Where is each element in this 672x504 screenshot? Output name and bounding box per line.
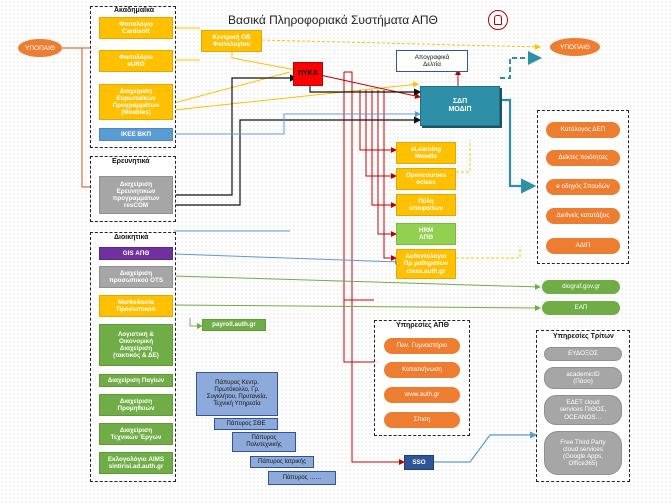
- service-gym: Παν. Γυμναστήριο: [384, 338, 460, 354]
- third-party-edet-cloud: ΕΔΕΤ cloud services ΠΙΘΟΣ, OCEANOS…: [544, 395, 622, 425]
- academic-item-moebies: Διαχείριση Ευρωπαϊκών Προγραμμάτων (Moeb…: [99, 84, 173, 120]
- service-camp: Κατασκήνωση: [384, 362, 460, 378]
- academic-item-euro: Φοιτολόγιο eURO: [99, 50, 173, 72]
- ypopaith-right: ΥΠΟΠΑΙΘ: [550, 38, 600, 56]
- central-ob-box: Κεντρική ΟΒ Φοιτολογίου: [201, 30, 262, 52]
- sso-box: SSO: [404, 455, 434, 470]
- papyros-sthe: Πάπυρος ΣΘΕ: [214, 418, 278, 430]
- admin-item-accounting: Λογιστική & Οικονομική Διαχείριση (τακτι…: [99, 324, 173, 366]
- center-item-moodle: eLearning Moodle: [396, 142, 456, 164]
- sdp-modip-box: ΣΔΠ ΜΟΔΙΠ: [420, 86, 500, 126]
- admin-item-payroll: Μισθοδοσία Προσωπικού: [99, 295, 173, 317]
- service-dining: Σίτιση: [384, 412, 460, 428]
- academic-item-ikee: ΙΚΕΕ ΒΚΠ: [99, 128, 173, 141]
- research-title: Ερευνητικά: [112, 158, 150, 165]
- third-party-eudoxos: ΕΥΔΟΞΟΣ: [544, 347, 622, 361]
- admin-item-assets: Διαχείριση Παγίων: [99, 374, 173, 387]
- admin-item-ots: Διαχείριση προσωπικού OTS: [99, 266, 173, 288]
- center-item-opencourses: Opencourses eclass: [396, 168, 456, 190]
- papyros-polytechnic: Πάπυρος Πολυτεχνικής: [232, 432, 296, 452]
- green-pill-eap: ΕΑΠ: [542, 301, 620, 315]
- ypopaith-left: ΥΠΟΠΑΙΘ: [18, 39, 62, 57]
- green-pill-diograf: diograf.gov.gr: [542, 280, 620, 294]
- admin-item-procurement: Διαχείριση Προμηθειών: [99, 394, 173, 416]
- university-seal: [488, 10, 508, 30]
- admin-item-gis: GIS ΑΠΘ: [99, 247, 173, 260]
- right-item-quality-indicators: Δείκτες ποιότητας: [546, 150, 620, 166]
- papyros-central: Πάπυρος Κεντρ. Πρωτόκολλο, Γρ. Συγκλήτου…: [196, 372, 278, 416]
- academic-item-cardisoft: Φοιτολόγιο Cardisoft: [99, 17, 173, 39]
- right-item-adip: ΑΔΙΠ: [546, 238, 620, 254]
- payroll-auth-box: payroll.auth.gr: [202, 319, 266, 331]
- center-item-alumni-portal: Πύλη αποφοίτων: [396, 194, 456, 216]
- apografika-box: Απογραφικά Δελτία: [396, 50, 468, 72]
- center-item-class-auth: Αυθεντολόγιο Πρ μαθημάτων class.auth.gr: [396, 249, 456, 279]
- academic-title: Ακαδημαϊκά: [114, 7, 155, 14]
- right-item-international-rankings: Διεθνείς κατατάξεις: [546, 208, 620, 224]
- services-apth-title: Υπηρεσίες ΑΠΘ: [396, 322, 449, 329]
- papyros-more: Πάπυρος ……: [268, 471, 336, 485]
- admin-item-technical-works: Διαχείριση Τεχνικών Έργων: [99, 423, 173, 445]
- right-item-study-guide: e οδηγός Σπουδών: [546, 179, 620, 195]
- third-party-title: Υπηρεσίες Τρίτων: [553, 333, 614, 340]
- service-website: www.auth.gr: [384, 387, 460, 403]
- papyros-medical: Πάπυρος Ιατρικής: [250, 456, 314, 468]
- third-party-academic-id: academicID (Πάσο): [544, 367, 622, 389]
- admin-item-aims: Εκλογολόγια AIMS sintirisi.ad.auth.gr: [99, 452, 173, 474]
- page-title: Βασικά Πληροφοριακά Συστήματα ΑΠΘ: [228, 13, 438, 27]
- third-party-free-cloud: Free Third Party cloud services (Google …: [544, 431, 622, 475]
- admin-title: Διοικητικά: [114, 234, 149, 241]
- right-item-dep-catalog: Κατάλογος ΔΕΠ: [546, 122, 620, 138]
- research-item-rescom: Διαχείριση Ερευνητικών προγραμμάτων resC…: [99, 176, 173, 214]
- center-item-hrm: HRM ΑΠΘ: [396, 223, 456, 245]
- pyka-box: ΠΥΚΑ: [293, 62, 323, 86]
